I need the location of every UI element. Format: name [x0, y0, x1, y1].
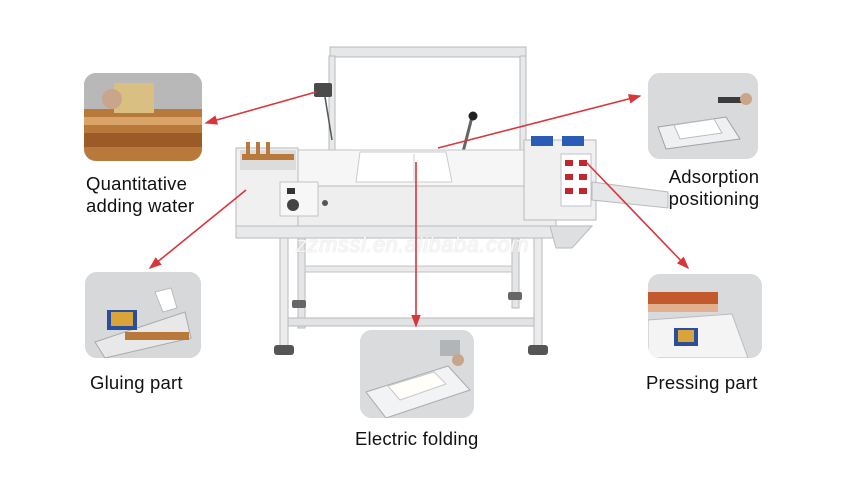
label-adsorption-positioning: Adsorption positioning	[658, 166, 770, 210]
label-quantitative-water: Quantitative adding water	[86, 173, 194, 217]
label-line: Adsorption	[668, 166, 760, 187]
thumbnail-electric-folding	[360, 330, 474, 418]
thumbnail-adsorption-positioning	[648, 73, 758, 159]
label-line: adding water	[86, 195, 195, 216]
label-gluing-part: Gluing part	[90, 372, 183, 393]
label-line: Quantitative	[86, 173, 188, 194]
label-line: positioning	[668, 188, 760, 209]
label-pressing-part: Pressing part	[646, 372, 758, 393]
thumbnail-quantitative-water	[84, 73, 202, 161]
thumbnail-pressing-part	[648, 274, 762, 358]
watermark-text: zzmssl.en.alibaba.com	[296, 232, 530, 257]
label-electric-folding: Electric folding	[355, 428, 479, 449]
thumbnail-gluing-part	[85, 272, 201, 358]
